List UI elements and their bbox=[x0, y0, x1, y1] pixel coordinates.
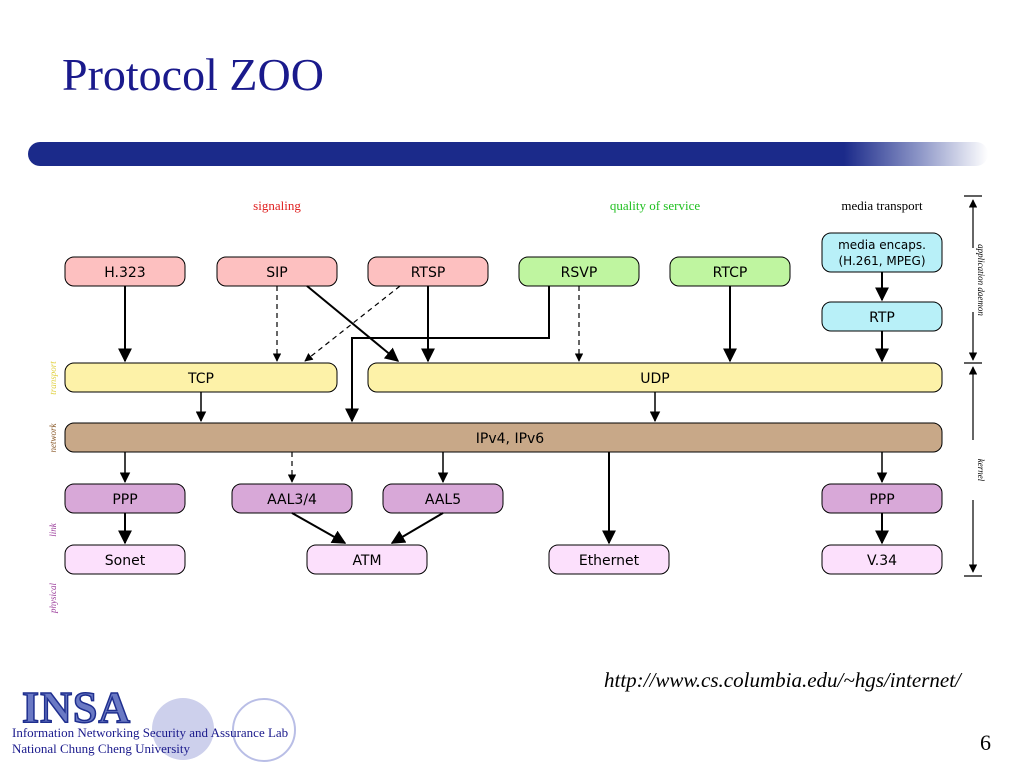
node-aal5: AAL5 bbox=[382, 483, 504, 514]
side-label-link: link bbox=[48, 522, 58, 537]
right-bracket bbox=[964, 195, 982, 577]
node-rtcp-label: RTCP bbox=[713, 265, 748, 281]
node-media-encaps: media encaps. (H.261, MPEG) bbox=[821, 232, 943, 273]
footer-university: National Chung Cheng University bbox=[12, 741, 191, 756]
node-ppp-right: PPP bbox=[821, 483, 943, 514]
node-rtsp: RTSP bbox=[367, 256, 489, 287]
node-sip-label: SIP bbox=[266, 265, 287, 281]
decorative-circle-outline bbox=[232, 698, 296, 762]
header-signaling: signaling bbox=[253, 198, 301, 213]
arrow-rsvp-ip bbox=[345, 286, 550, 423]
header-media-transport: media transport bbox=[841, 198, 923, 213]
node-sonet: Sonet bbox=[64, 544, 186, 575]
node-aal34-label: AAL3/4 bbox=[267, 492, 317, 508]
node-aal34: AAL3/4 bbox=[231, 483, 353, 514]
node-media-encaps-line2: (H.261, MPEG) bbox=[839, 254, 926, 268]
decorative-circle-filled bbox=[152, 698, 214, 760]
node-udp-label: UDP bbox=[640, 371, 669, 387]
header-quality-of-service: quality of service bbox=[610, 198, 700, 213]
node-h323-label: H.323 bbox=[104, 265, 145, 281]
title-underline-bar bbox=[28, 142, 988, 166]
node-udp: UDP bbox=[367, 362, 943, 393]
right-label-application-daemon: application daemon bbox=[976, 244, 986, 316]
node-media-encaps-line1: media encaps. bbox=[838, 238, 926, 252]
node-sip: SIP bbox=[216, 256, 338, 287]
node-tcp-label: TCP bbox=[187, 371, 214, 387]
node-atm-label: ATM bbox=[352, 553, 381, 569]
node-v34: V.34 bbox=[821, 544, 943, 575]
node-rtcp: RTCP bbox=[669, 256, 791, 287]
page-number: 6 bbox=[980, 730, 991, 755]
node-aal5-label: AAL5 bbox=[425, 492, 461, 508]
node-rsvp: RSVP bbox=[518, 256, 640, 287]
node-rtsp-label: RTSP bbox=[411, 265, 446, 281]
node-sonet-label: Sonet bbox=[105, 553, 146, 569]
node-atm: ATM bbox=[306, 544, 428, 575]
arrow-rtsp-tcp bbox=[304, 285, 401, 362]
side-label-transport: transport bbox=[48, 361, 58, 395]
node-h323: H.323 bbox=[64, 256, 186, 287]
node-v34-label: V.34 bbox=[867, 553, 897, 569]
node-ethernet-label: Ethernet bbox=[579, 553, 640, 569]
right-label-kernel: kernel bbox=[976, 459, 986, 482]
arrow-aal5-atm bbox=[390, 512, 444, 544]
node-ip: IPv4, IPv6 bbox=[64, 422, 943, 453]
node-rtp-label: RTP bbox=[869, 310, 895, 326]
node-ip-label: IPv4, IPv6 bbox=[476, 431, 545, 447]
slide-title: Protocol ZOO bbox=[62, 49, 324, 100]
source-url[interactable]: http://www.cs.columbia.edu/~hgs/internet… bbox=[604, 668, 961, 692]
node-ppp-left: PPP bbox=[64, 483, 186, 514]
node-ppp-left-label: PPP bbox=[112, 492, 137, 508]
footer-lab-info: Information Networking Security and Assu… bbox=[12, 725, 288, 757]
side-label-physical: physical bbox=[48, 583, 58, 614]
arrow-aal34-atm bbox=[291, 512, 347, 544]
side-label-network: network bbox=[48, 422, 58, 452]
arrows bbox=[118, 272, 889, 545]
node-rtp: RTP bbox=[821, 301, 943, 332]
insa-logo: INSA bbox=[21, 682, 132, 733]
node-ppp-right-label: PPP bbox=[869, 492, 894, 508]
arrow-sip-udp bbox=[306, 285, 400, 362]
node-tcp: TCP bbox=[64, 362, 338, 393]
node-rsvp-label: RSVP bbox=[561, 265, 598, 281]
node-ethernet: Ethernet bbox=[548, 544, 670, 575]
footer-lab-name: Information Networking Security and Assu… bbox=[12, 725, 289, 740]
